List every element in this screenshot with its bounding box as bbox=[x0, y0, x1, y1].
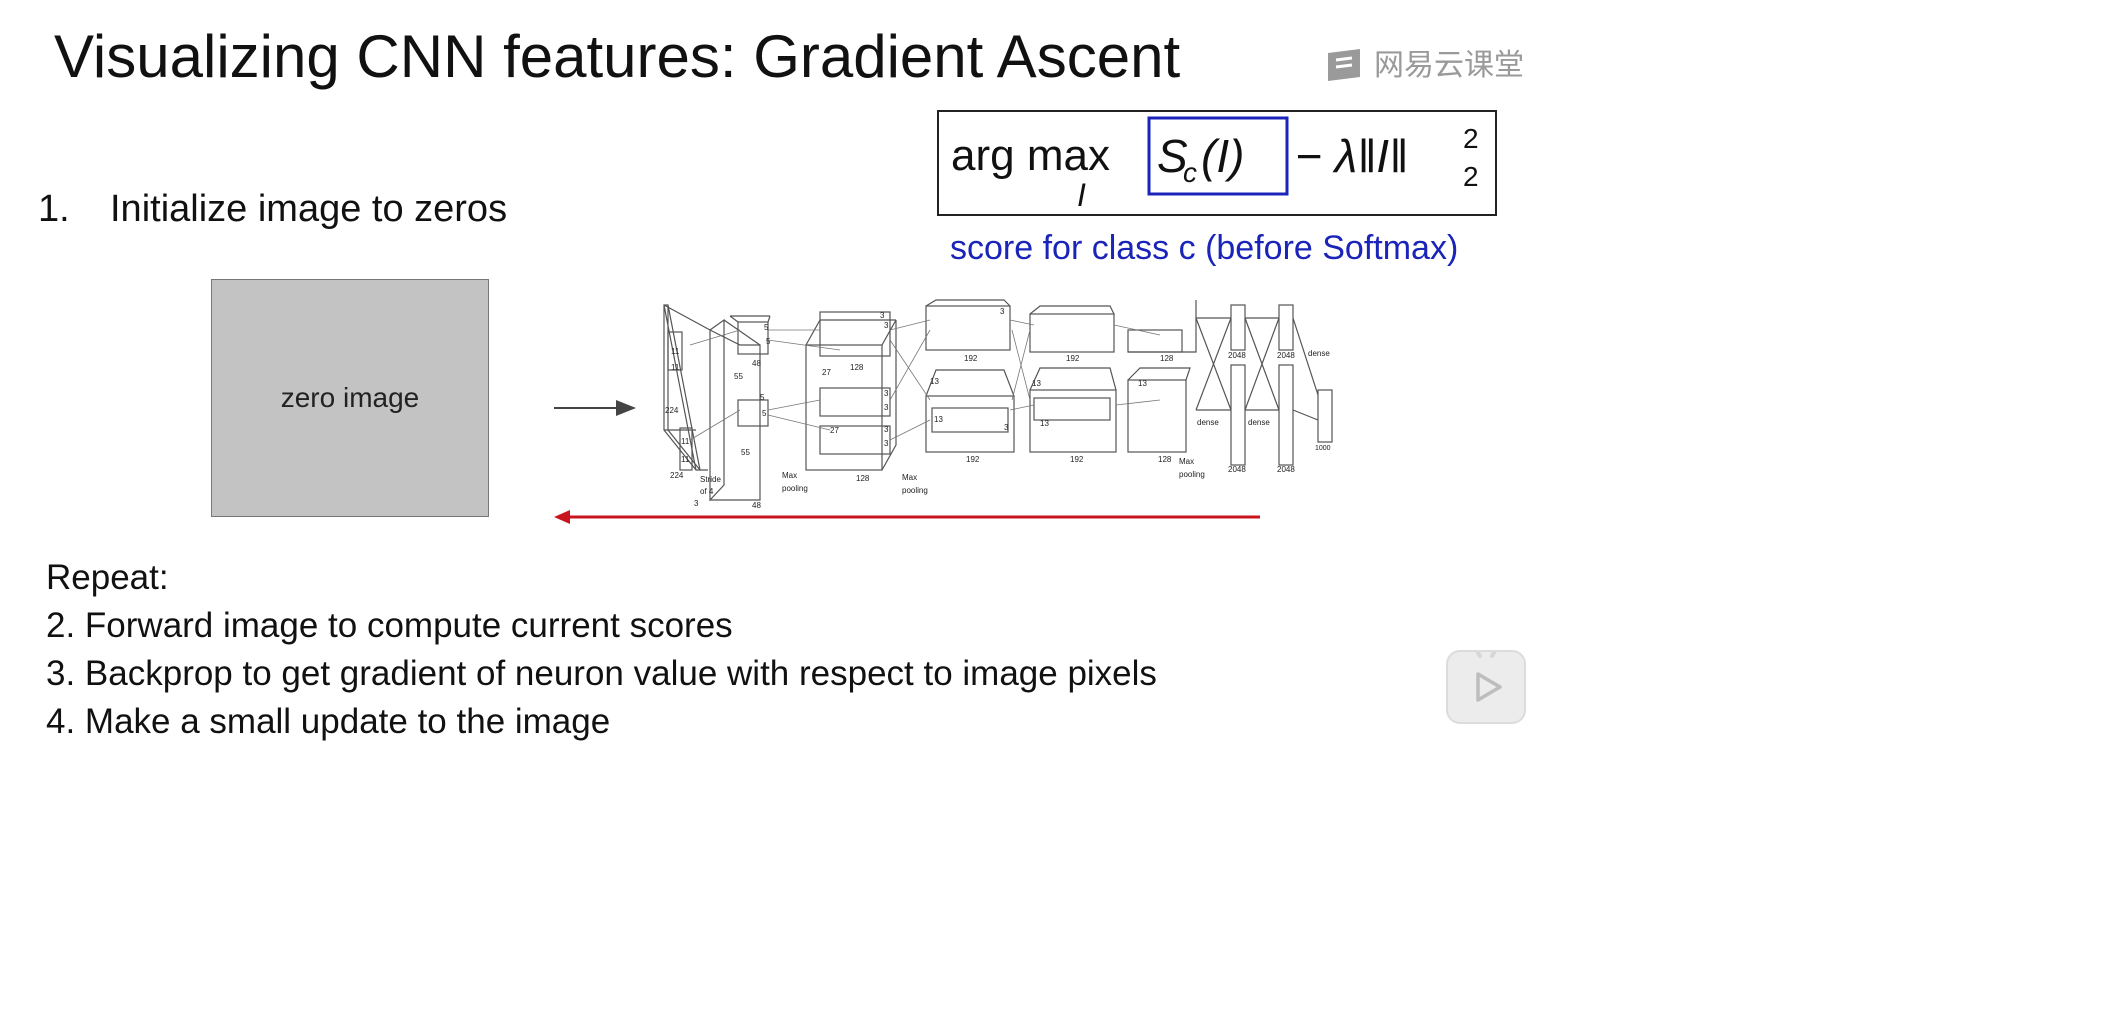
conv3-layer bbox=[925, 299, 1015, 453]
label-13-d: 13 bbox=[1040, 419, 1049, 428]
conv1-layer bbox=[709, 315, 771, 502]
label-55-a: 55 bbox=[734, 372, 743, 381]
label-maxpool-2-a: Max bbox=[902, 473, 917, 482]
label-3-d: 3 bbox=[884, 403, 889, 412]
step-1-number: 1. bbox=[38, 188, 70, 230]
label-dense-b: dense bbox=[1248, 418, 1270, 427]
zero-image: zero image bbox=[211, 279, 489, 517]
backward-arrowhead bbox=[554, 510, 570, 524]
label-stride: Stride bbox=[700, 475, 721, 484]
label-3: 3 bbox=[694, 499, 699, 508]
step-2: 2. Forward image to compute current scor… bbox=[46, 606, 733, 645]
label-48-b: 48 bbox=[752, 501, 761, 510]
cnn-architecture-diagram: 224 224 3 11 11 11 11 Stride of 4 5 5 5 … bbox=[663, 299, 1333, 510]
label-dense-c: dense bbox=[1308, 349, 1330, 358]
formula-score-sub: c bbox=[1183, 157, 1197, 188]
label-128-b: 128 bbox=[856, 474, 870, 483]
label-27-b: 27 bbox=[830, 426, 839, 435]
label-48-a: 48 bbox=[752, 359, 761, 368]
label-maxpool-3-a: Max bbox=[1179, 457, 1194, 466]
slide-title: Visualizing CNN features: Gradient Ascen… bbox=[54, 23, 1181, 90]
score-caption: score for class c (before Softmax) bbox=[950, 229, 1459, 267]
label-maxpool-1-a: Max bbox=[782, 471, 797, 480]
formula-subscript: I bbox=[1077, 177, 1086, 213]
layer-connections bbox=[689, 319, 1161, 441]
label-192-a: 192 bbox=[964, 354, 978, 363]
label-2048-c: 2048 bbox=[1277, 351, 1295, 360]
dense-layers bbox=[1128, 300, 1333, 466]
label-27-a: 27 bbox=[822, 368, 831, 377]
label-3-c: 3 bbox=[884, 389, 889, 398]
formula-argmax: arg max bbox=[951, 131, 1110, 180]
label-2048-d: 2048 bbox=[1277, 465, 1295, 474]
label-3-f: 3 bbox=[884, 439, 889, 448]
formula-score-arg: (I) bbox=[1201, 130, 1244, 182]
label-128-c: 128 bbox=[1160, 354, 1174, 363]
label-maxpool-2-b: pooling bbox=[902, 486, 928, 495]
input-layer bbox=[663, 304, 711, 471]
label-11-d: 11 bbox=[681, 455, 690, 464]
label-192-b: 192 bbox=[966, 455, 980, 464]
arrows bbox=[554, 400, 1260, 524]
label-13-e: 13 bbox=[1138, 379, 1147, 388]
label-maxpool-1-b: pooling bbox=[782, 484, 808, 493]
formula-sup: 2 bbox=[1463, 123, 1479, 154]
label-3-b: 3 bbox=[884, 321, 889, 330]
label-224-b: 224 bbox=[670, 471, 684, 480]
label-13-c: 13 bbox=[1032, 379, 1041, 388]
label-5-c: 5 bbox=[760, 393, 765, 402]
label-3-g: 3 bbox=[1000, 307, 1005, 316]
zero-image-label: zero image bbox=[280, 382, 420, 413]
step-1: 1. Initialize image to zeros bbox=[38, 186, 507, 232]
formula-regularizer: − λ‖I‖ bbox=[1295, 130, 1408, 182]
diagram-labels: 224 224 3 11 11 11 11 Stride of 4 5 5 5 … bbox=[665, 307, 1331, 510]
step-3: 3. Backprop to get gradient of neuron va… bbox=[46, 654, 1157, 693]
objective-formula: arg max I S c (I) − λ‖I‖ 2 2 bbox=[937, 110, 1497, 216]
label-5-a: 5 bbox=[764, 323, 769, 332]
label-maxpool-3-b: pooling bbox=[1179, 470, 1205, 479]
label-13-a: 13 bbox=[930, 377, 939, 386]
formula-score-S: S bbox=[1157, 130, 1188, 182]
watermark-text: 网易云课堂 bbox=[1374, 49, 1524, 82]
label-13-b: 13 bbox=[934, 415, 943, 424]
label-2048-b: 2048 bbox=[1228, 465, 1246, 474]
watermark: 网易云课堂 bbox=[1324, 44, 1524, 88]
label-128-d: 128 bbox=[1158, 455, 1172, 464]
formula-sub: 2 bbox=[1463, 161, 1479, 192]
label-3-e: 3 bbox=[884, 425, 889, 434]
score-highlight-box bbox=[1147, 116, 1289, 196]
label-128-a: 128 bbox=[850, 363, 864, 372]
step-repeat: Repeat: bbox=[46, 558, 169, 597]
label-192-c: 192 bbox=[1066, 354, 1080, 363]
steps-list: Repeat: 2. Forward image to compute curr… bbox=[46, 554, 1157, 746]
label-192-d: 192 bbox=[1070, 455, 1084, 464]
play-button[interactable] bbox=[1446, 644, 1526, 724]
conv4-layer bbox=[1029, 305, 1117, 453]
watermark-logo-icon bbox=[1328, 49, 1360, 81]
label-11-c: 11 bbox=[681, 437, 690, 446]
label-11-b: 11 bbox=[671, 363, 680, 372]
conv2-layer bbox=[805, 311, 897, 471]
label-dense-a: dense bbox=[1197, 418, 1219, 427]
label-224-a: 224 bbox=[665, 406, 679, 415]
label-of-4: of 4 bbox=[700, 487, 714, 496]
label-55-b: 55 bbox=[741, 448, 750, 457]
play-icon bbox=[1472, 644, 1502, 702]
label-3-h: 3 bbox=[1004, 423, 1009, 432]
label-3-a: 3 bbox=[880, 311, 885, 320]
label-11-a: 11 bbox=[671, 347, 680, 356]
label-1000: 1000 bbox=[1315, 445, 1331, 452]
conv5-layer bbox=[1127, 329, 1191, 453]
label-2048-a: 2048 bbox=[1228, 351, 1246, 360]
label-5-b: 5 bbox=[766, 337, 771, 346]
step-1-text: Initialize image to zeros bbox=[110, 188, 508, 230]
step-4: 4. Make a small update to the image bbox=[46, 702, 611, 741]
label-5-d: 5 bbox=[762, 409, 767, 418]
